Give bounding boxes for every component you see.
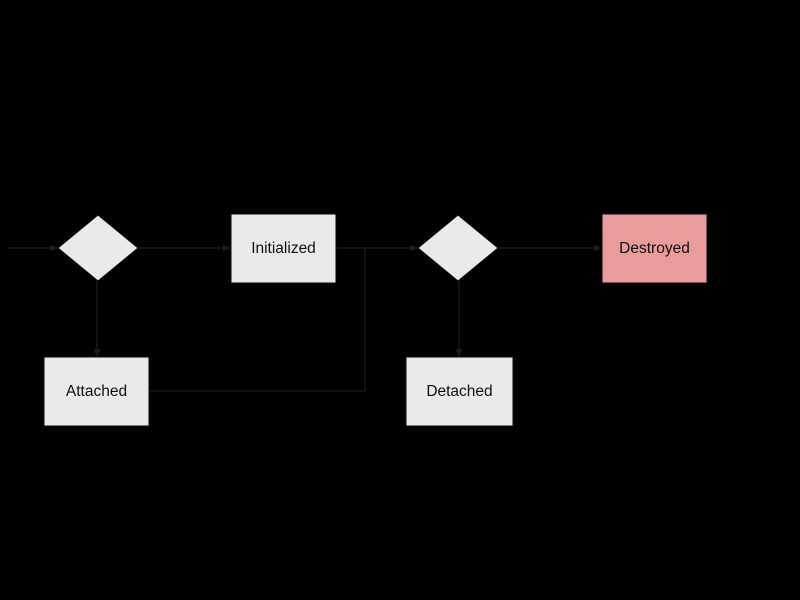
arrowhead-icon: [410, 244, 418, 252]
initialized-box-shape: [230, 213, 337, 284]
node-destroyed[interactable]: Destroyed: [601, 213, 708, 284]
arrowhead-icon: [50, 244, 58, 252]
edge-decision1-to-initialized[interactable]: [138, 244, 231, 252]
node-initialized[interactable]: Initialized: [230, 213, 337, 284]
arrowhead-icon: [455, 349, 463, 357]
decision-diamond-shape: [57, 214, 139, 282]
attached-box-shape: [43, 356, 150, 427]
node-layer: Initialized Attached Detached Destroyed: [43, 213, 708, 427]
node-detached[interactable]: Detached: [405, 356, 514, 427]
arrowhead-icon: [594, 244, 602, 252]
destroyed-box-shape: [601, 213, 708, 284]
node-initialized-label: Initialized: [251, 240, 316, 257]
node-decision-1[interactable]: [57, 214, 139, 282]
edge-initialized-to-decision2[interactable]: [336, 244, 418, 252]
node-attached-label: Attached: [66, 383, 127, 400]
edge-start-to-decision1[interactable]: [8, 244, 58, 252]
detached-box-shape: [405, 356, 514, 427]
edge-decision1-to-attached[interactable]: [93, 281, 101, 357]
node-destroyed-label: Destroyed: [619, 240, 690, 257]
edge-decision2-to-detached[interactable]: [455, 281, 463, 357]
edge-decision2-to-destroyed[interactable]: [498, 244, 602, 252]
arrowhead-icon: [93, 349, 101, 357]
arrowhead-icon: [223, 244, 231, 252]
decision-diamond-shape: [417, 214, 499, 282]
node-detached-label: Detached: [426, 383, 492, 400]
node-attached[interactable]: Attached: [43, 356, 150, 427]
node-decision-2[interactable]: [417, 214, 499, 282]
edge-layer: [8, 244, 602, 392]
